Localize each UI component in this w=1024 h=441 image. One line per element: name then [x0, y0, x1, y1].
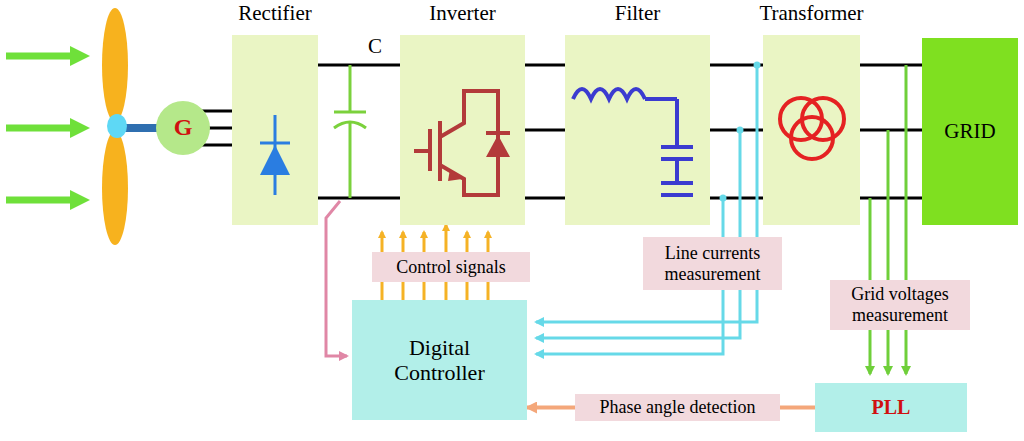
label-box: Line currents measurement — [643, 237, 782, 290]
rectifier-box: Rectifier — [232, 35, 318, 225]
grid-box: GRID — [922, 38, 1018, 225]
node-label: GRID — [936, 119, 1003, 143]
node-label: G — [166, 114, 201, 142]
label-box: Phase angle detection — [575, 394, 780, 421]
node-label: Phase angle detection — [592, 397, 764, 418]
node-label: PLL — [864, 396, 919, 419]
transformer-box: Transformer — [763, 35, 860, 225]
node-label: Line currents measurement — [643, 243, 782, 284]
dc-voltage-wire — [326, 201, 347, 356]
filter-box: Filter — [565, 35, 710, 225]
block-heading: Rectifier — [238, 1, 311, 26]
component-symbol — [565, 35, 710, 225]
label-box: Grid voltages measurement — [830, 280, 970, 330]
component-label: C — [368, 34, 382, 59]
turbine-blade — [102, 8, 128, 245]
phase-signal-arrow — [527, 406, 575, 410]
phase-signal-line — [780, 406, 815, 410]
inverter-box: Inverter — [400, 35, 525, 225]
pll-box: PLL — [815, 383, 967, 432]
component-symbol — [763, 35, 860, 225]
node-label: Grid voltages measurement — [830, 284, 970, 325]
component-symbol — [232, 35, 318, 225]
component-symbol — [400, 35, 525, 225]
node-label: Digital Controller — [357, 335, 523, 386]
hub — [107, 114, 127, 138]
node-label: Control signals — [388, 257, 514, 278]
label-box: Control signals — [372, 252, 530, 282]
wind-arrow — [6, 46, 90, 210]
capacitor-symbol — [334, 65, 366, 198]
generator-circle: G — [156, 101, 210, 155]
dc-bus — [310, 65, 410, 198]
block-heading: Transformer — [759, 1, 863, 26]
block-heading: Inverter — [429, 1, 495, 26]
block-heading: Filter — [615, 1, 661, 26]
controller-box: Digital Controller — [352, 300, 527, 420]
